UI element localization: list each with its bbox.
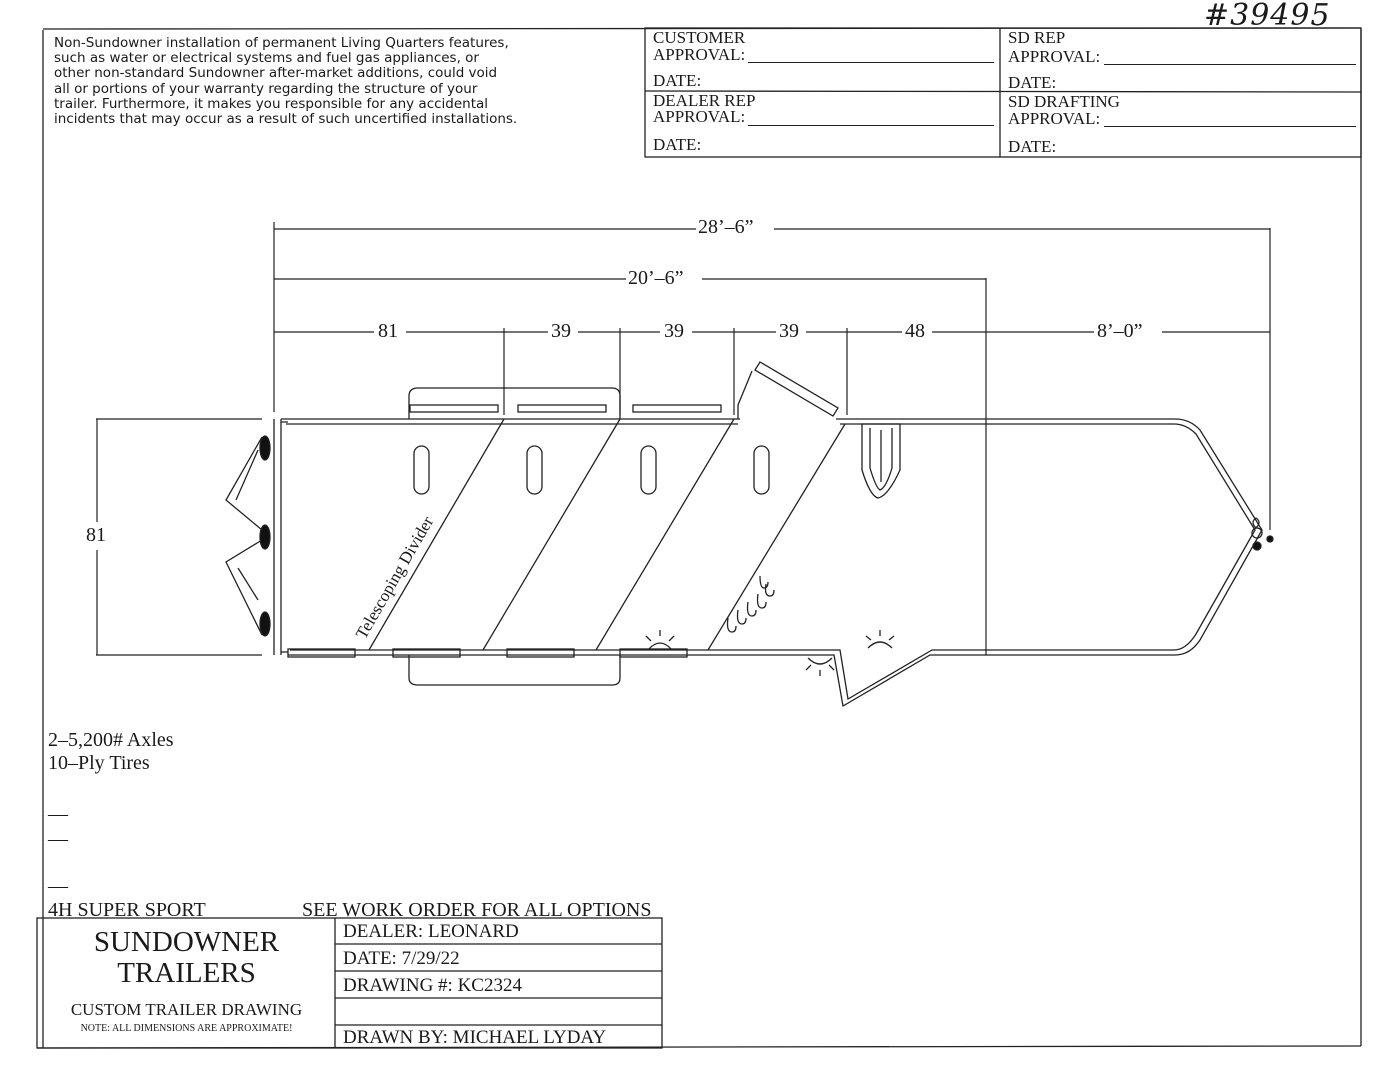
window-top-2 [517, 404, 607, 413]
tail-light-top [259, 435, 271, 461]
dim-width: 81 [86, 524, 106, 546]
spec-blank-3: –– [48, 875, 68, 897]
spec-blank-1: –– [48, 803, 68, 825]
vent-slot-4 [753, 445, 770, 495]
rear-door-upper [225, 436, 263, 531]
customer-approval-field[interactable] [748, 62, 994, 63]
customer-approval-title: CUSTOMER [653, 28, 746, 47]
sd-rep-approval-label: APPROVAL: [1008, 47, 1101, 66]
window-top-1 [409, 404, 499, 413]
rear-door-lower [225, 539, 263, 636]
vent-slot-2 [526, 445, 543, 495]
options-note: SEE WORK ORDER FOR ALL OPTIONS [302, 899, 652, 921]
dim-tack-area: 48 [905, 320, 925, 342]
fender-4 [619, 648, 688, 658]
sd-rep-date-label: DATE: [1008, 73, 1057, 92]
drawing-number-field: DRAWING #: KC2324 [343, 975, 522, 996]
company-name: SUNDOWNER TRAILERS [38, 927, 335, 989]
warranty-disclaimer: Non-Sundowner installation of permanent … [54, 35, 642, 128]
bridle-hooks [726, 575, 775, 633]
sd-drafting-date-label: DATE: [1008, 137, 1057, 156]
spec-tires: 10–Ply Tires [48, 752, 150, 774]
dim-nose-length: 8’–0” [1097, 320, 1143, 342]
dealer-rep-approval-title: DEALER REP [653, 91, 756, 110]
disclaimer-line: incidents that may occur as a result of … [54, 111, 518, 128]
drawn-by-field: DRAWN BY: MICHAEL LYDAY [343, 1027, 607, 1048]
spec-blank-2: –– [48, 828, 68, 850]
dim-stall-1: 81 [378, 320, 398, 342]
dim-stall-2: 39 [551, 320, 571, 342]
approval-grid [644, 27, 1362, 158]
hitch-coupler [1251, 517, 1263, 539]
sd-rep-approval-title: SD REP [1008, 28, 1066, 47]
spec-axles: 2–5,200# Axles [48, 729, 174, 751]
vent-slot-3 [640, 445, 657, 495]
disclaimer-line: such as water or electrical systems and … [54, 50, 479, 67]
window-top-3 [632, 404, 722, 413]
dim-overall-length: 28’–6” [698, 216, 754, 238]
sd-drafting-approval-field[interactable] [1104, 126, 1356, 127]
title-block-frame [36, 917, 663, 1049]
dim-stall-4: 39 [779, 320, 799, 342]
telescoping-divider-line [368, 418, 505, 651]
dome-light-3 [805, 657, 835, 676]
wheel-well [408, 655, 621, 686]
dealer-rep-approval-label: APPROVAL: [653, 107, 746, 126]
dimensions-note: NOTE: ALL DIMENSIONS ARE APPROXIMATE! [80, 1023, 293, 1034]
customer-date-label: DATE: [653, 71, 702, 90]
disclaimer-line: all or portions of your warranty regardi… [54, 80, 478, 97]
dim-horse-area-length: 20’–6” [628, 267, 684, 289]
dome-light-1 [645, 630, 675, 651]
trailer-plan [225, 361, 1274, 708]
drop-window-housing [408, 387, 621, 419]
sd-rep-approval-field[interactable] [1104, 64, 1356, 65]
vent-slot-1 [413, 445, 430, 495]
model-name: 4H SUPER SPORT [48, 899, 206, 921]
dealer-rep-date-label: DATE: [653, 135, 702, 154]
drawing-type: CUSTOM TRAILER DRAWING [70, 1000, 303, 1019]
escape-door [737, 370, 753, 419]
disclaimer-line: Non-Sundowner installation of permanent … [54, 35, 509, 51]
dealer-rep-approval-field[interactable] [748, 125, 994, 126]
disclaimer-line: other non-standard Sundowner after-marke… [54, 65, 498, 82]
fender-3 [506, 648, 575, 658]
dimension-lines [96, 222, 1271, 656]
disclaimer-line: trailer. Furthermore, it makes you respo… [54, 95, 489, 112]
tail-light-middle [259, 524, 271, 550]
date-field: DATE: 7/29/22 [343, 948, 460, 969]
stamp-number: #39495 [1204, 0, 1331, 33]
dome-light-2 [865, 630, 895, 649]
dealer-field: DEALER: LEONARD [343, 921, 519, 942]
trailer-body-outline [281, 418, 1263, 708]
fender-2 [392, 648, 461, 658]
dim-stall-3: 39 [664, 320, 684, 342]
sd-drafting-approval-label: APPROVAL: [1008, 109, 1101, 128]
customer-approval-label: APPROVAL: [653, 45, 746, 64]
fender-1 [287, 648, 356, 658]
company-name-line-1: SUNDOWNER [93, 926, 280, 958]
saddle-rack [861, 423, 901, 499]
tail-light-bottom [259, 611, 271, 637]
sd-drafting-approval-title: SD DRAFTING [1008, 92, 1120, 111]
company-name-line-2: TRAILERS [117, 957, 256, 989]
